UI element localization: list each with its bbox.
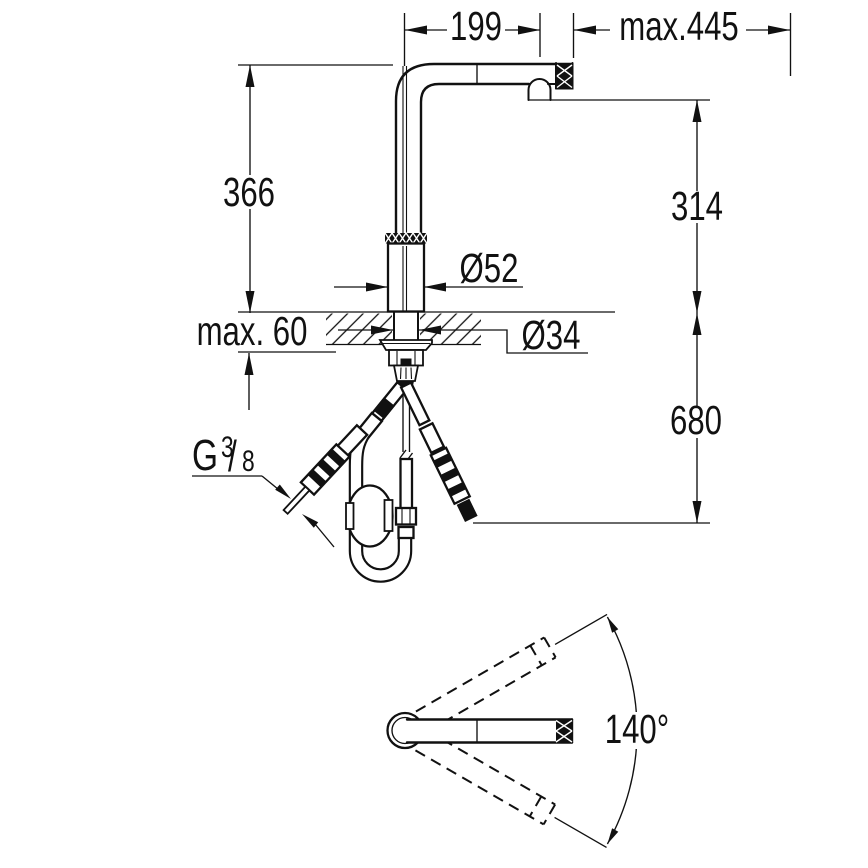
label-thread-denominator: 8: [242, 444, 255, 478]
label-height: 366: [223, 169, 275, 215]
hose-band: [397, 525, 415, 540]
label-thread-separator: /: [228, 432, 237, 481]
side-view: 199 max.445 366 314 Ø52 max. 60 Ø34 680 …: [192, 3, 792, 583]
worktop-hatch-left: [326, 313, 392, 344]
label-swivel-angle: 140°: [605, 706, 669, 752]
label-pullout-extension: max.445: [619, 3, 738, 49]
label-thread-numerator: 3: [221, 430, 234, 464]
swivel-joint-band: [384, 231, 428, 245]
hose-weight: [345, 484, 394, 548]
label-body-diameter: Ø52: [460, 245, 519, 291]
spout-outer-edge: [394, 62, 574, 235]
top-view: 140°: [386, 613, 680, 849]
shank: [394, 313, 418, 341]
spray-head-edge: [555, 62, 574, 90]
supply-hose-right: [399, 381, 478, 522]
label-hose-length: 680: [670, 397, 722, 443]
worktop-section: [238, 311, 615, 346]
outlet-dome: [527, 78, 552, 101]
loop-hose-stub: [355, 380, 409, 441]
washer-flange: [378, 339, 433, 351]
thread-arrow-upper: [275, 484, 291, 499]
worktop-hatch-right: [420, 313, 481, 344]
hose-nut: [394, 506, 418, 526]
nut-detail: [400, 358, 412, 370]
swivel-position-lower: [414, 729, 607, 849]
label-hole-diameter: Ø34: [522, 312, 581, 358]
mounting-hardware: [378, 339, 433, 390]
hose-assembly: [282, 380, 478, 583]
faucet-profile: [384, 62, 574, 313]
extension-lines: [238, 13, 792, 524]
spout-inner-edge: [419, 82, 531, 235]
supply-hose-left: [282, 423, 369, 516]
pullout-hose-tube: [399, 457, 414, 511]
label-spout-reach: 199: [450, 3, 502, 49]
mousseur-symbol-top: [555, 719, 573, 743]
spout-top-view: [405, 718, 574, 744]
mousseur-symbol: [556, 64, 573, 89]
thread-arrow-lower: [302, 514, 319, 528]
dimension-labels: 199 max.445 366 314 Ø52 max. 60 Ø34 680 …: [192, 3, 746, 481]
label-thread-prefix: G: [192, 432, 218, 480]
loop-hose-core: [350, 430, 411, 581]
label-clearance: 314: [671, 183, 723, 229]
dimension-lines: [244, 25, 790, 523]
thread-nipple: [282, 485, 311, 516]
swivel-position-upper: [415, 613, 608, 733]
label-deck-thickness: max. 60: [197, 308, 308, 354]
thread-leaders: [192, 475, 335, 548]
